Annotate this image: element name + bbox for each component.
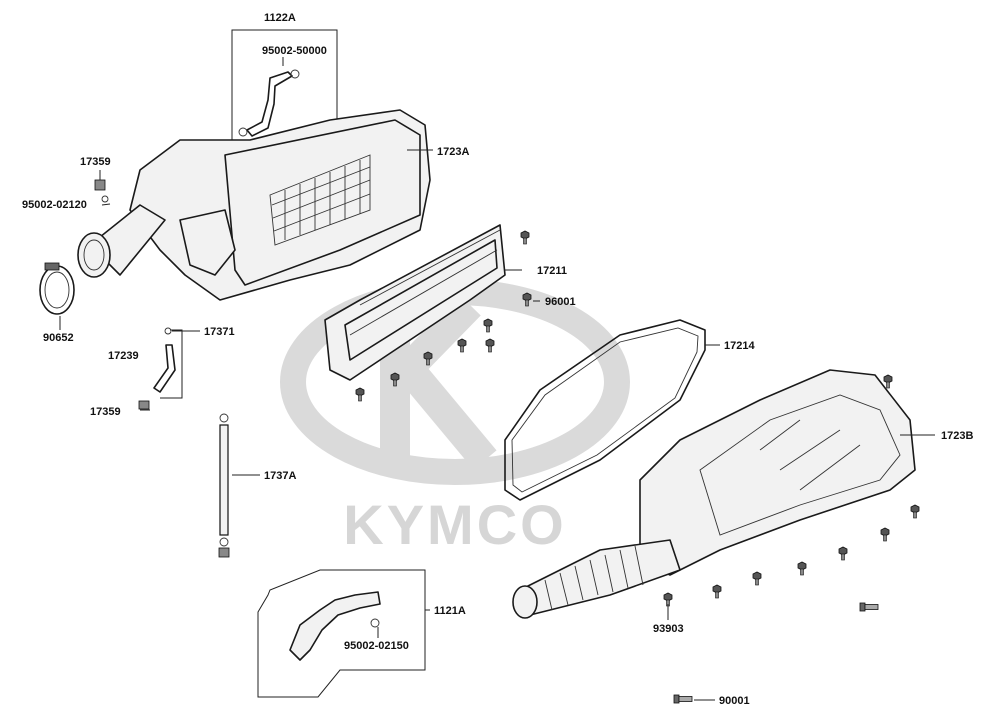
air-element-17211 (324, 224, 506, 381)
label-17371: 17371 (204, 326, 235, 338)
watermark-text: KYMCO (343, 493, 567, 556)
label-95002-50000: 95002-50000 (262, 45, 327, 57)
label-17214: 17214 (724, 340, 755, 352)
leader-lines (59, 57, 935, 701)
label-93903: 93903 (653, 623, 684, 635)
label-17359-bottom: 17359 (90, 406, 121, 418)
label-17211: 17211 (537, 265, 567, 277)
label-17359-top: 17359 (80, 156, 111, 168)
air-cleaner-cover-1723b (512, 369, 916, 619)
label-90001: 90001 (719, 695, 750, 707)
label-1121a: 1121A (434, 605, 466, 617)
gasket-17214 (504, 319, 706, 501)
label-1723b: 1723B (941, 430, 974, 442)
drain-hose-17239 (94, 179, 183, 410)
tube-1737a (218, 413, 260, 558)
hose-clamp-90652 (39, 262, 75, 315)
label-1122a: 1122A (264, 12, 296, 24)
label-96001: 96001 (545, 296, 576, 308)
label-1723a: 1723A (437, 146, 470, 158)
label-95002-02120: 95002-02120 (22, 199, 87, 211)
air-cleaner-case-1723a (77, 109, 431, 301)
label-95002-02150: 95002-02150 (344, 640, 409, 652)
hose-1121a (257, 569, 430, 698)
label-17239: 17239 (108, 350, 139, 362)
label-90652: 90652 (43, 332, 74, 344)
label-1737a: 1737A (264, 470, 297, 482)
